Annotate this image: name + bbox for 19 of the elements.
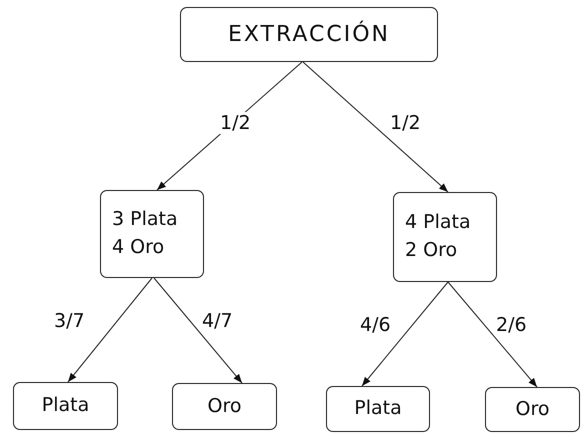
node-text: Plata	[42, 393, 90, 418]
node-text: Plata	[354, 396, 402, 422]
outcome-box	[485, 387, 580, 432]
outcome-box	[180, 7, 438, 62]
outcome-box	[100, 190, 204, 278]
outcome-box	[393, 192, 497, 282]
arrow	[154, 278, 242, 384]
arrow	[302, 62, 448, 192]
node-text: Oro	[516, 396, 550, 422]
outcome-box	[13, 382, 118, 430]
arrow	[68, 278, 152, 382]
arrow	[448, 282, 538, 388]
node-text: EXTRACCIÓN	[228, 20, 390, 49]
node-text: 3 Plata 4 Oro	[112, 207, 179, 260]
node-text: Oro	[208, 394, 242, 419]
node-text: 4 Plata 2 Oro	[405, 210, 472, 263]
arrow	[362, 282, 448, 386]
outcome-box	[172, 383, 277, 430]
outcome-box	[326, 386, 430, 432]
